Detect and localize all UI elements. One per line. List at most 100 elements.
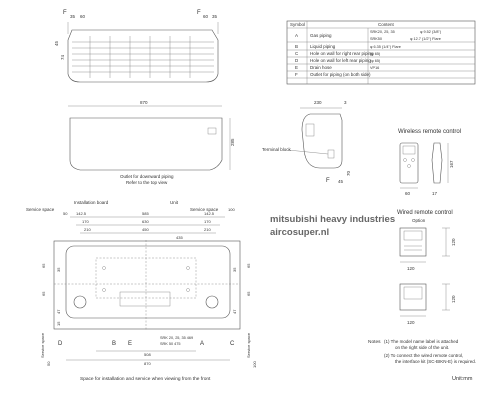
installation-board-label: Installation board <box>74 200 109 205</box>
front-label-plate <box>207 127 217 135</box>
notes-label: Notes <box>368 339 381 345</box>
dim-bottom-100: 100 <box>252 361 257 368</box>
wired-remote: Wired remote control Option 120 120 120 … <box>397 210 456 325</box>
hole-left <box>73 295 87 309</box>
row-d-symbol: D <box>295 58 299 63</box>
left-dim-1: 65 <box>41 263 46 268</box>
right-dim-4: 47 <box>232 309 237 314</box>
left-dim-3: 35 <box>56 267 61 272</box>
wired-display-1 <box>403 230 423 241</box>
top-dim-right2: 35 <box>212 14 218 19</box>
dim-top-210-left: 210 <box>84 227 91 232</box>
dim-top-1425-right: 142.5 <box>204 211 215 216</box>
top-dim-left: 35 <box>70 14 76 19</box>
row-a-symbol: A <box>295 33 298 38</box>
wireless-front <box>399 142 419 184</box>
row-c-symbol: C <box>295 51 299 56</box>
unit-mm: Unit:mm <box>452 376 473 382</box>
dim-top-630: 630 <box>142 219 149 224</box>
letter-b: B <box>112 341 116 347</box>
unit-label: Unit <box>170 200 179 205</box>
note-2b: the interface kit (SC-BIKN-E) is require… <box>395 359 476 364</box>
wired-dim-w: 120 <box>407 266 415 271</box>
terminal-block <box>327 149 335 159</box>
installation-diagram: Installation board Unit Service space Se… <box>26 200 257 382</box>
row-b-desc: Liquid piping <box>310 44 336 49</box>
installation-board <box>95 257 197 299</box>
row-a-spec1: SRK20, 25, 35 <box>370 30 395 34</box>
dim-top-1425-left: 142.5 <box>76 211 87 216</box>
row-e-desc: Drain hose <box>310 65 332 70</box>
dim-top-100: 100 <box>228 207 235 212</box>
wired-unit-1 <box>399 227 427 257</box>
wired-dim-h: 120 <box>451 238 456 246</box>
service-space-bottom-left: Service space <box>40 332 45 358</box>
top-dim-right: 60 <box>203 14 209 19</box>
dim-508: 508 <box>144 352 151 357</box>
dim-top-450: 450 <box>142 227 149 232</box>
letter-a: A <box>200 341 204 347</box>
top-dim-side2: 74 <box>60 54 65 60</box>
wireless-display <box>402 145 416 155</box>
outlet-note-2: Refer to the top view <box>126 180 168 185</box>
left-dim-5: 15 <box>56 321 61 326</box>
front-view: 870 285 Outlet for downward piping Refer… <box>68 100 235 185</box>
note-1a: (1) The model name label is attached <box>384 339 459 344</box>
row-e-spec1: VP16 <box>370 66 379 70</box>
letter-c: C <box>230 341 235 347</box>
hole-right <box>205 295 219 309</box>
dim-top-50: 50 <box>63 211 68 216</box>
wireless-title: Wireless remote control <box>398 129 461 135</box>
service-space-outline <box>53 240 241 330</box>
dim-top-170-left: 170 <box>82 219 89 224</box>
left-dim-4: 47 <box>56 309 61 314</box>
piping-outlet <box>119 291 171 307</box>
row-a-desc: Gas piping <box>310 33 332 38</box>
row-c-desc: Hole on wall for right rear piping <box>310 51 374 56</box>
right-dim-2: 65 <box>246 291 251 296</box>
note-2a: (2) To connect the wired remote control, <box>384 353 463 358</box>
top-marker-right: F <box>197 10 201 16</box>
dim-bottom-50: 50 <box>46 361 51 366</box>
front-width-dim: 870 <box>140 100 148 105</box>
wireless-dim-w: 60 <box>405 191 411 196</box>
service-space-bottom-right: Service space <box>246 332 251 358</box>
side-dim-a: 45 <box>338 179 344 184</box>
side-panel <box>305 123 315 137</box>
side-view-outline <box>301 113 343 169</box>
front-view-outline <box>69 117 223 171</box>
top-dim-left2: 60 <box>80 14 86 19</box>
wired-dim-w2: 120 <box>407 320 415 325</box>
top-view-outline <box>67 29 219 83</box>
row-b-symbol: B <box>295 44 298 49</box>
letter-e: E <box>128 341 132 347</box>
dim-top-170-right: 170 <box>204 219 211 224</box>
wired-display-2 <box>403 286 423 300</box>
unit-outline <box>65 245 231 319</box>
row-a-spec2: φ 9.52 (3/8") <box>420 30 442 34</box>
dim-870: 870 <box>144 361 151 366</box>
note-1b: on the right side of the unit. <box>395 345 449 350</box>
side-marker: F <box>326 178 330 184</box>
side-dim-top: 230 <box>314 100 322 105</box>
top-view-grille <box>72 36 214 78</box>
top-dim-side: 45 <box>54 40 59 46</box>
side-view: 230 3 Terminal block 45 70 F <box>262 100 351 184</box>
table-header-symbol: Symbol <box>290 22 305 27</box>
right-dim-1: 65 <box>246 263 251 268</box>
letter-d: D <box>58 341 63 347</box>
left-dim-2: 65 <box>41 291 46 296</box>
service-space-left: Service space <box>26 207 55 212</box>
row-d-spec1: (φ 65) <box>370 59 381 63</box>
wired-option: Option <box>412 218 426 223</box>
row-f-desc: Outlet for piping (on both side) <box>310 72 371 77</box>
top-view: F F 35 60 60 35 45 74 <box>54 10 219 83</box>
wired-dim-h2: 120 <box>451 295 456 303</box>
row-a-spec3: SRK50 <box>370 37 382 41</box>
row-e-symbol: E <box>295 65 298 70</box>
dim-top-435: 435 <box>176 235 183 240</box>
service-space-right: Service space <box>190 207 219 212</box>
wired-unit-2 <box>399 283 427 311</box>
table-frame <box>286 20 476 85</box>
brand-line-1: mitsubishi heavy industries <box>270 214 395 225</box>
